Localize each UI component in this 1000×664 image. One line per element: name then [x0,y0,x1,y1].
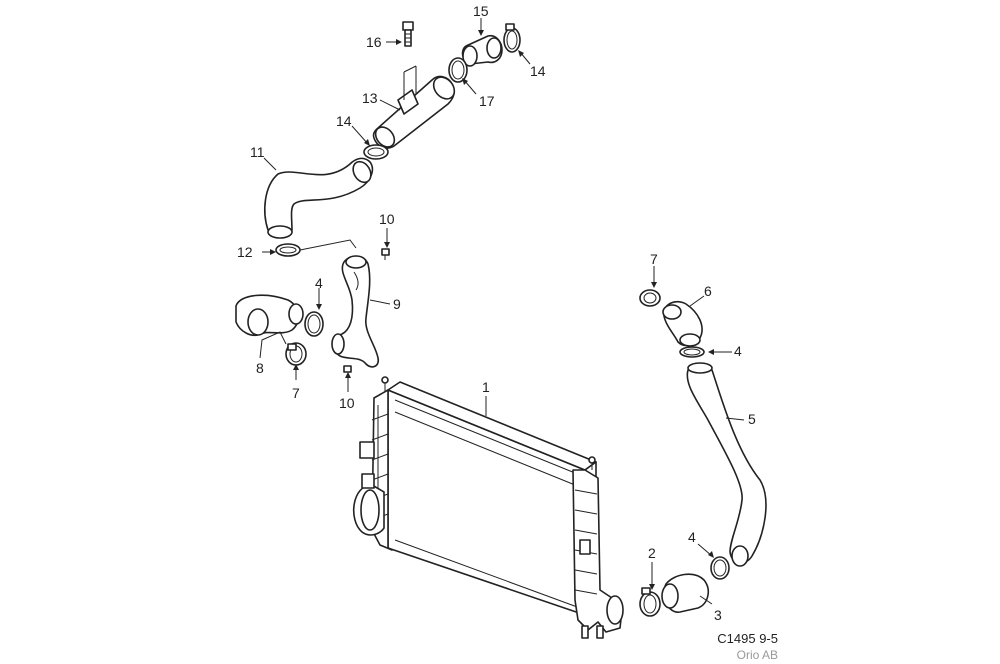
clamp-4-right [679,346,705,358]
callout-15: 15 [473,3,489,19]
callout-14-top: 14 [530,63,546,79]
copyright-label: Orio AB [736,648,778,662]
callout-6: 6 [704,283,712,299]
callout-1: 1 [482,379,490,395]
callout-13: 13 [362,90,378,106]
coupling-15 [461,34,503,67]
charge-pipe [372,65,456,149]
clamp-14-left [363,144,389,160]
callout-9: 9 [393,296,401,312]
hose-5 [686,362,767,567]
callout-14-left: 14 [336,113,352,129]
coupling-3 [661,573,710,613]
callout-labels: 16 15 14 13 17 14 11 10 12 9 4 8 7 10 1 … [237,3,756,623]
clamp-4-bottom [710,556,730,580]
clamp-17 [448,57,468,83]
clamp-7-left [285,342,307,366]
callout-7-left: 7 [292,385,300,401]
callout-4-bottom: 4 [688,529,696,545]
clamp-12 [275,239,357,257]
diagram-code: C1495 9-5 [717,631,778,646]
bolt-16 [402,21,414,47]
leader-lines [259,18,745,605]
callout-4-left: 4 [315,275,323,291]
intercooler [353,376,624,639]
callout-2: 2 [648,545,656,561]
callout-5: 5 [748,411,756,427]
clamp-7-right [639,289,661,307]
bolt-10-top [381,248,390,260]
hose-9 [331,255,380,368]
callout-17: 17 [479,93,495,109]
clamp-4-left [304,311,324,337]
bolt-10-bottom [343,365,352,373]
elbow-8 [235,294,304,337]
callout-10-bottom: 10 [339,395,355,411]
callout-3: 3 [714,607,722,623]
clamp-14-top [503,23,521,53]
hose-11 [264,157,374,239]
callout-8: 8 [256,360,264,376]
callout-10-top: 10 [379,211,395,227]
callout-16: 16 [366,34,382,50]
callout-11: 11 [250,144,265,160]
elbow-6 [662,300,703,347]
clamp-2 [639,587,661,617]
callout-4-right: 4 [734,343,742,359]
callout-7-right: 7 [650,251,658,267]
callout-12: 12 [237,244,253,260]
